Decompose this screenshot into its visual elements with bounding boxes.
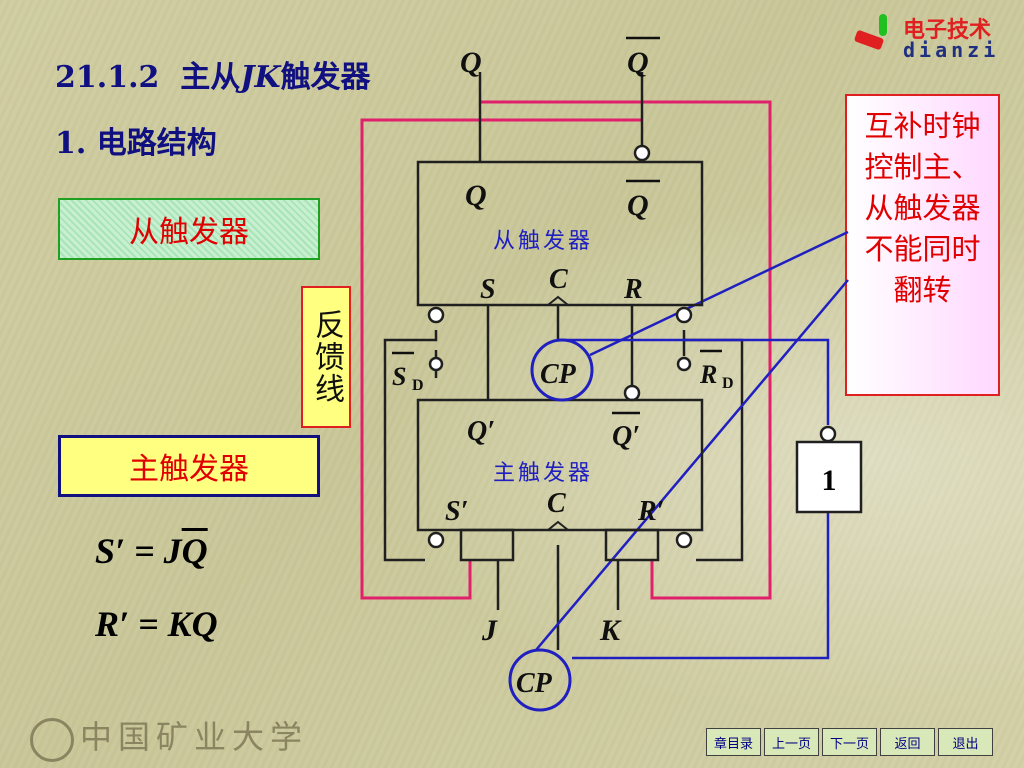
- master-r-label: R′: [637, 496, 665, 527]
- output-q-label: Q: [460, 46, 482, 79]
- slave-r-label: R: [623, 274, 643, 305]
- master-block-name: 主触发器: [493, 461, 593, 486]
- slave-qbar-label: Q: [627, 189, 649, 222]
- cp-bottom-circle: [508, 648, 572, 712]
- feedback-wire-q: [480, 100, 772, 600]
- slave-qbar-bubble: [633, 144, 651, 162]
- master-rd-bubble: [676, 356, 692, 372]
- equation-s: S′ = JQ: [95, 530, 208, 572]
- slave-block: [416, 160, 704, 307]
- title-suffix: 触发器: [280, 60, 371, 95]
- master-qbar-label: Q′: [612, 421, 640, 452]
- section-number: 21.1.2: [55, 60, 160, 95]
- note-box: 互补时钟控制主、从触发器不能同时翻转: [845, 94, 1000, 396]
- master-bottom-left-bubble: [427, 531, 445, 549]
- slave-q-label: Q: [465, 179, 487, 212]
- logo: 电子技术 dianzi: [853, 12, 1015, 62]
- logo-text-cn: 电子技术: [903, 18, 992, 43]
- university-footer: 中国矿业大学: [30, 712, 308, 762]
- slave-clock-triangle: [547, 295, 569, 306]
- note-pointer-2: [535, 279, 849, 651]
- slave-c-label: C: [549, 264, 568, 295]
- master-trigger-label: 主触发器: [58, 435, 320, 497]
- rd-label: R: [699, 360, 717, 389]
- and-gate-s: [459, 528, 515, 562]
- prev-page-button[interactable]: 上一页: [764, 728, 819, 756]
- page-title: 21.1.2 主从JK触发器: [55, 52, 371, 96]
- slave-trigger-label: 从触发器: [58, 198, 320, 260]
- section-subtitle: 1. 电路结构: [55, 126, 217, 161]
- feedback-wires: [360, 100, 772, 600]
- sd-subscript: D: [412, 377, 424, 394]
- equation-s-qbar: Q: [181, 531, 208, 571]
- overbars: [392, 36, 722, 415]
- university-seal-icon: [30, 717, 74, 762]
- input-j-label: J: [481, 614, 498, 647]
- inverter-label: 1: [822, 464, 837, 497]
- wire-sd-left: [383, 330, 438, 562]
- master-q-label: Q′: [467, 416, 495, 447]
- university-name: 中国矿业大学: [80, 718, 309, 756]
- slave-sd-bubble: [427, 306, 445, 324]
- clock-wire-bottom: [572, 512, 830, 660]
- rd-subscript: D: [722, 375, 734, 392]
- master-s-label: S′: [445, 496, 468, 527]
- nav-bar: 章目录 上一页 下一页 返回 退出: [706, 728, 993, 756]
- title-prefix: 主从: [180, 60, 241, 95]
- equation-s-lhs: S′ = J: [95, 531, 182, 571]
- master-bottom-right-bubble: [675, 531, 693, 549]
- back-button[interactable]: 返回: [880, 728, 935, 756]
- master-clock-triangle: [547, 520, 569, 531]
- output-qbar-label: Q: [627, 46, 649, 79]
- input-k-label: K: [599, 614, 622, 647]
- master-c-label: C: [547, 488, 566, 519]
- slave-block-name: 从触发器: [493, 229, 593, 254]
- logo-text-en: dianzi: [903, 38, 1000, 62]
- master-sd-bubble: [428, 356, 444, 372]
- equation-r: R′ = KQ: [95, 604, 218, 644]
- exit-button[interactable]: 退出: [938, 728, 993, 756]
- next-page-button[interactable]: 下一页: [822, 728, 877, 756]
- feedback-wire-qbar: [360, 118, 642, 600]
- clock-wires: [535, 230, 849, 660]
- and-gate-r: [604, 528, 660, 562]
- cp-mid-label: CP: [540, 359, 577, 390]
- slave-s-label: S: [480, 274, 496, 305]
- inverter-bubble: [819, 425, 837, 443]
- clock-wire-top: [558, 338, 830, 425]
- title-italic: JK: [240, 60, 281, 95]
- cp-mid-circle: [530, 338, 594, 402]
- chapter-button[interactable]: 章目录: [706, 728, 761, 756]
- note-pointer-1: [589, 230, 849, 357]
- slave-rd-bubble: [675, 306, 693, 324]
- sd-label: S: [392, 362, 406, 391]
- feedback-label: 反馈线: [301, 286, 351, 428]
- master-qbar-bubble: [623, 384, 641, 402]
- cp-bottom-label: CP: [516, 668, 553, 699]
- logo-led-icon: [879, 14, 887, 36]
